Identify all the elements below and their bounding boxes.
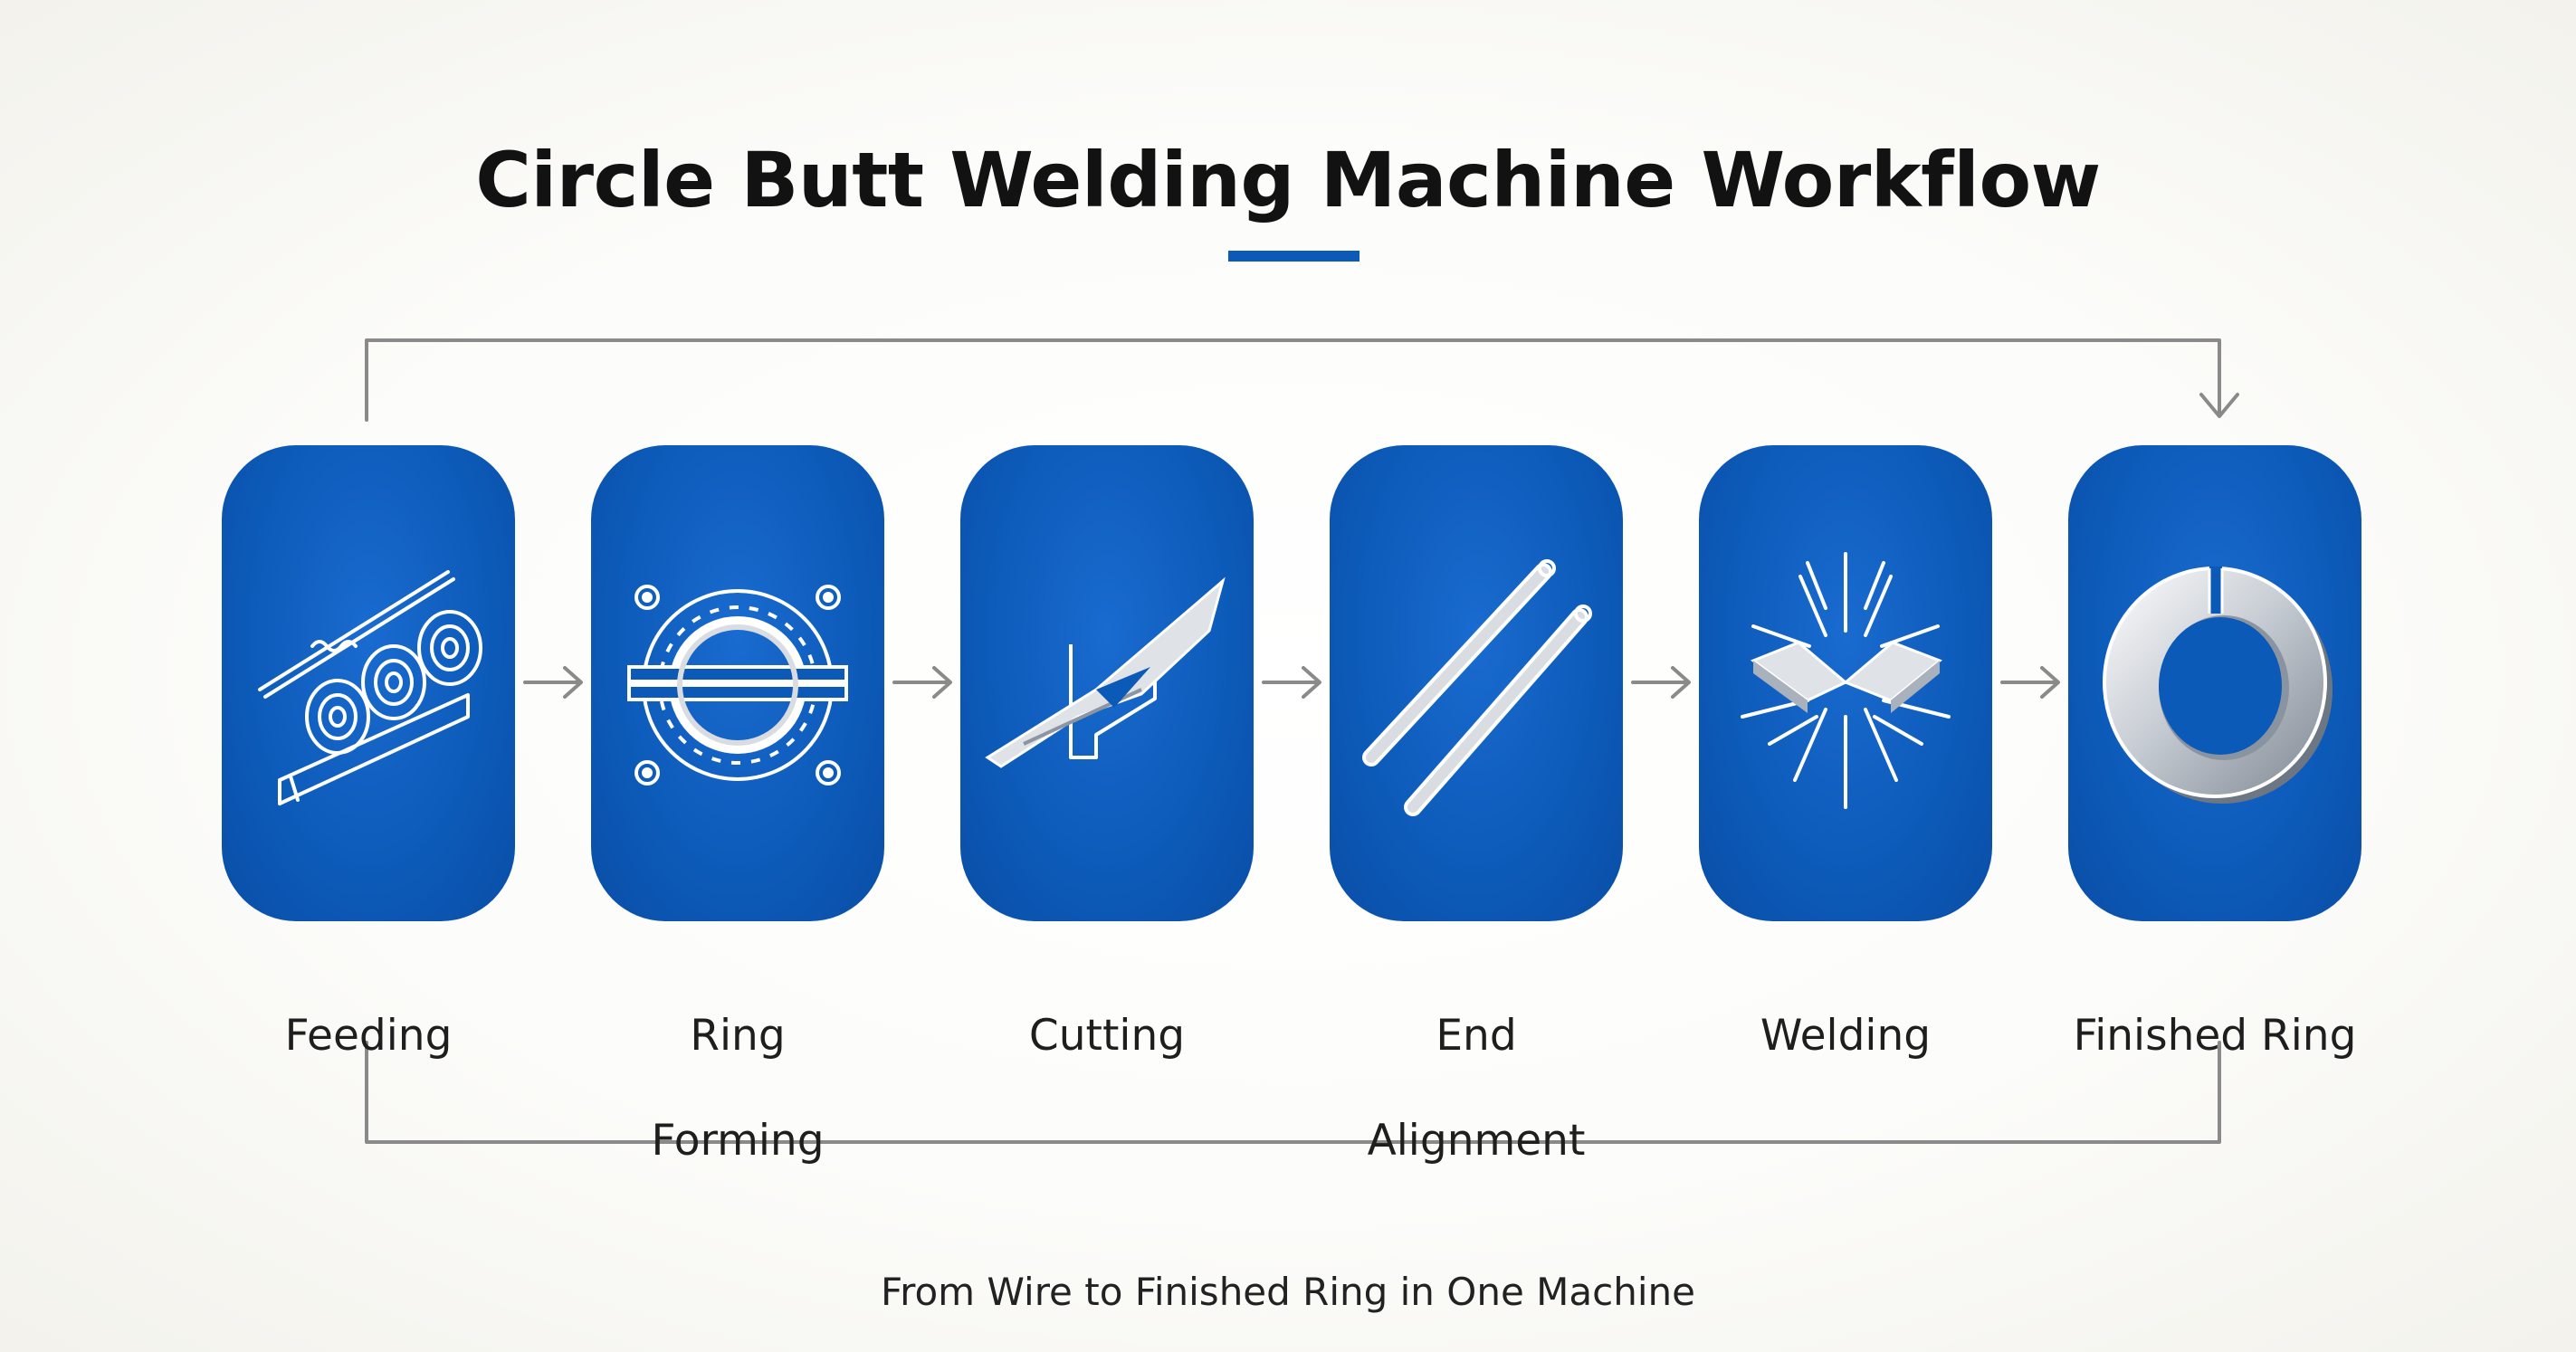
step-card-cutting (960, 445, 1254, 921)
wire-ends-alignment-icon (1362, 559, 1592, 816)
bottom-loop-connector (365, 1041, 2221, 1144)
arrow-alignment-to-welding (1631, 666, 1691, 699)
step-label-feeding: Feeding (284, 1011, 453, 1061)
step-label-cutting: Cutting (1028, 1011, 1186, 1061)
step-card-finished-ring (2068, 445, 2361, 921)
welding-sparks-icon (1741, 552, 1951, 809)
arrow-forming-to-cutting (892, 666, 952, 699)
top-loop-connector (365, 338, 2221, 422)
arrow-welding-to-finished (2000, 666, 2060, 699)
step-label-end-alignment: End Alignment (1367, 1011, 1586, 1166)
ring-forming-die-icon (627, 585, 848, 785)
step-card-end-alignment (1330, 445, 1623, 921)
wire-feed-rollers-icon (258, 570, 482, 805)
step-card-welding (1699, 445, 1992, 921)
step-label-ring-forming: Ring Forming (651, 1011, 825, 1166)
arrow-cutting-to-alignment (1262, 666, 1321, 699)
cutting-blade-icon (985, 576, 1226, 768)
finished-ring-icon (2103, 567, 2333, 804)
step-label-finished-ring: Finished Ring (2073, 1011, 2357, 1061)
title-underline (1228, 251, 1360, 262)
top-loop-arrowhead (2199, 393, 2239, 418)
page-title: Circle Butt Welding Machine Workflow (475, 136, 2101, 224)
step-label-welding: Welding (1760, 1011, 1932, 1061)
step-card-feeding (222, 445, 515, 921)
diagram-subtitle: From Wire to Finished Ring in One Machin… (881, 1270, 1695, 1314)
arrow-feeding-to-forming (523, 666, 583, 699)
step-card-ring-forming (591, 445, 884, 921)
